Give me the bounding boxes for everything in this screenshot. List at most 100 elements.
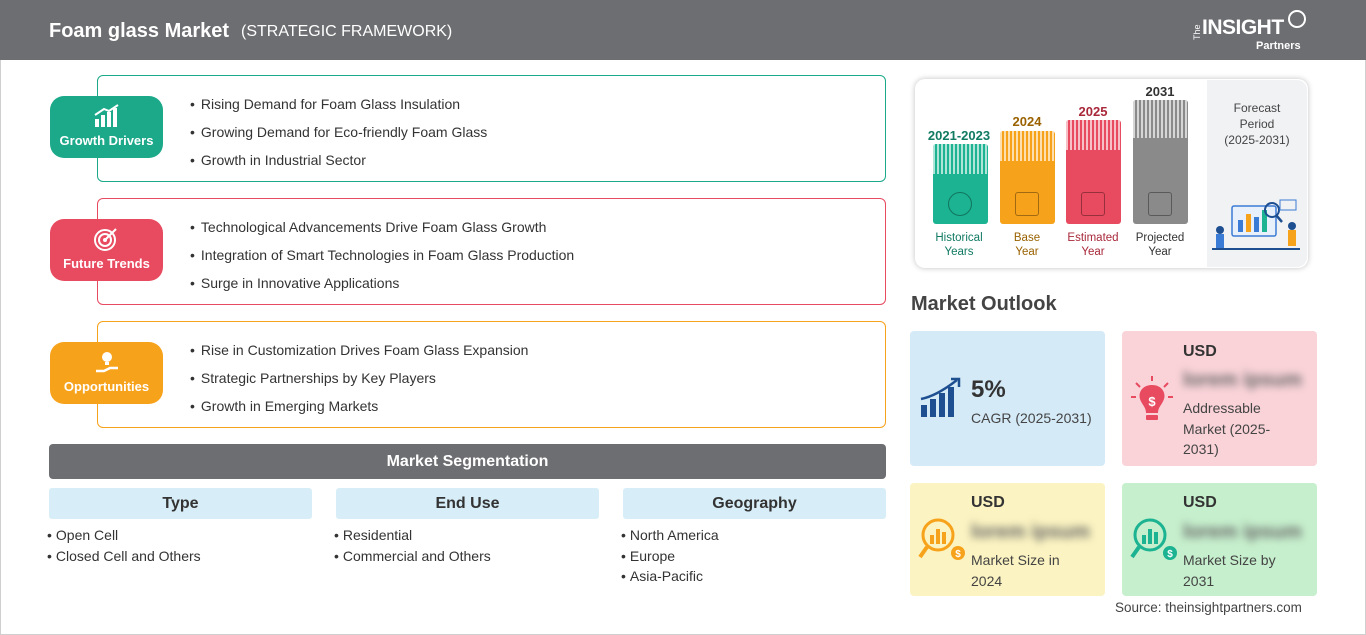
segment-end-use-heading: End Use <box>336 488 599 519</box>
caption-line: Year <box>1081 246 1105 258</box>
svg-text:$: $ <box>1167 549 1173 560</box>
estimate-chart-icon <box>1081 192 1105 216</box>
size-2024-value: lorem ipsum <box>971 521 1090 543</box>
forecast-line: Forecast <box>1233 101 1281 115</box>
bar-stripe <box>1133 100 1188 138</box>
caption-line: Year <box>1015 246 1039 258</box>
forecast-line: Period <box>1239 117 1275 131</box>
logo-arc-icon <box>1288 10 1306 28</box>
bar-stripe <box>933 144 988 174</box>
page-title: Foam glass Market <box>49 20 230 42</box>
opportunities-box: Rise in Customization Drives Foam Glass … <box>97 321 886 428</box>
timeline-bar-base <box>1000 131 1055 224</box>
label-line: 2024 <box>971 572 1003 589</box>
forecast-period-text: Forecast Period (2025-2031) <box>1214 100 1300 148</box>
cagr-card: 5% CAGR (2025-2031) <box>910 331 1105 466</box>
market-size-2031-card: $ USD lorem ipsum Market Size by 2031 <box>1122 483 1317 596</box>
opportunities-label: Opportunities <box>63 379 150 394</box>
future-trends-box: Technological Advancements Drive Foam Gl… <box>97 198 886 305</box>
logo-the-text: The <box>1192 24 1202 40</box>
timeline-bar-historical <box>933 144 988 224</box>
list-item: Residential <box>334 526 491 547</box>
presentation-board-icon <box>1148 192 1172 216</box>
calendar-icon <box>1015 192 1039 216</box>
list-item: Surge in Innovative Applications <box>190 274 574 302</box>
history-clock-icon <box>948 192 972 216</box>
list-item: Europe <box>621 547 719 568</box>
label-line: Market (2025- <box>1183 420 1271 437</box>
cagr-value: 5% <box>971 376 1006 403</box>
header-bar: Foam glass Market (STRATEGIC FRAMEWORK) … <box>0 0 1366 60</box>
source-credit[interactable]: Source: theinsightpartners.com <box>1115 600 1302 615</box>
label-line: Market Size in <box>971 552 1060 568</box>
growth-drivers-list: Rising Demand for Foam Glass Insulation … <box>190 95 487 179</box>
lightbulb-dollar-icon: $ <box>1131 376 1173 420</box>
growth-drivers-box: Rising Demand for Foam Glass Insulation … <box>97 75 886 182</box>
segment-geography-heading: Geography <box>623 488 886 519</box>
market-size-2024-card: $ USD lorem ipsum Market Size in 2024 <box>910 483 1105 596</box>
list-item: Closed Cell and Others <box>47 547 201 568</box>
list-item: Commercial and Others <box>334 547 491 568</box>
cagr-label: CAGR (2025-2031) <box>971 410 1092 426</box>
analytics-illustration-icon <box>1212 199 1300 250</box>
logo-brand-text: INSIGHT <box>1202 16 1284 39</box>
future-trends-tag: Future Trends <box>50 219 163 281</box>
list-item: Growth in Industrial Sector <box>190 151 487 179</box>
list-item: Growing Demand for Eco-friendly Foam Gla… <box>190 123 487 151</box>
caption-line: Historical <box>935 232 983 244</box>
list-item: Rising Demand for Foam Glass Insulation <box>190 95 487 123</box>
future-trends-list: Technological Advancements Drive Foam Gl… <box>190 218 574 302</box>
segment-type-heading: Type <box>49 488 312 519</box>
label-line: Market Size by <box>1183 552 1276 568</box>
growth-drivers-tag: Growth Drivers <box>50 96 163 158</box>
growth-drivers-label: Growth Drivers <box>59 133 154 148</box>
list-item: Asia-Pacific <box>621 567 719 588</box>
list-item: Open Cell <box>47 526 201 547</box>
size-2031-currency: USD <box>1183 494 1217 511</box>
segment-geography-list: North America Europe Asia-Pacific <box>621 526 719 588</box>
opportunities-list: Rise in Customization Drives Foam Glass … <box>190 341 529 425</box>
size-2024-currency: USD <box>971 494 1005 511</box>
bar-stripe <box>1066 120 1121 150</box>
addressable-label: Addressable Market (2025- 2031) <box>1183 398 1270 460</box>
timeline-bar-projected <box>1133 100 1188 224</box>
list-item: North America <box>621 526 719 547</box>
list-item: Technological Advancements Drive Foam Gl… <box>190 218 574 246</box>
growth-magnifier-icon: $ <box>1130 518 1177 560</box>
forecast-line: (2025-2031) <box>1224 133 1290 147</box>
caption-line: Years <box>944 246 974 258</box>
market-outlook-title: Market Outlook <box>911 293 1057 315</box>
timeline-year-projected: 2031 <box>1145 84 1175 99</box>
future-trends-label: Future Trends <box>63 256 150 271</box>
size-2031-label: Market Size by 2031 <box>1183 550 1276 591</box>
list-item: Integration of Smart Technologies in Foa… <box>190 246 574 274</box>
page-subtitle: (STRATEGIC FRAMEWORK) <box>241 23 453 40</box>
timeline-caption-projected: Projected Year <box>1120 231 1200 259</box>
size-2024-label: Market Size in 2024 <box>971 550 1060 591</box>
coins-magnifier-icon: $ <box>918 518 965 560</box>
list-item: Growth in Emerging Markets <box>190 397 528 425</box>
size-2031-value: lorem ipsum <box>1183 521 1302 543</box>
segment-type-list: Open Cell Closed Cell and Others <box>47 526 201 567</box>
addressable-market-card: $ USD lorem ipsum Addressable Market (20… <box>1122 331 1317 466</box>
target-icon <box>94 228 117 251</box>
addressable-value: lorem ipsum <box>1183 369 1302 391</box>
lightbulb-hand-icon <box>96 352 118 373</box>
caption-line: Estimated <box>1067 232 1119 244</box>
market-segmentation-bar: Market Segmentation <box>49 444 886 479</box>
insight-partners-logo[interactable]: The INSIGHT Partners <box>1188 10 1308 54</box>
caption-line: Projected <box>1135 232 1185 244</box>
timeline-caption-historical: Historical Years <box>919 231 999 259</box>
timeline-year-base: 2024 <box>1012 114 1042 129</box>
label-line: Addressable <box>1183 400 1261 416</box>
cagr-growth-icon <box>920 377 961 417</box>
list-item: Strategic Partnerships by Key Players <box>190 369 528 397</box>
timeline-year-historical: 2021-2023 <box>927 128 991 143</box>
caption-line: Base <box>1013 232 1041 244</box>
growth-chart-icon <box>94 104 119 127</box>
label-line: 2031) <box>1183 441 1219 457</box>
timeline-year-estimated: 2025 <box>1078 104 1108 119</box>
timeline-caption-estimated: Estimated Year <box>1053 231 1133 259</box>
timeline-caption-base: Base Year <box>987 231 1067 259</box>
label-line: 2031 <box>1183 572 1215 589</box>
